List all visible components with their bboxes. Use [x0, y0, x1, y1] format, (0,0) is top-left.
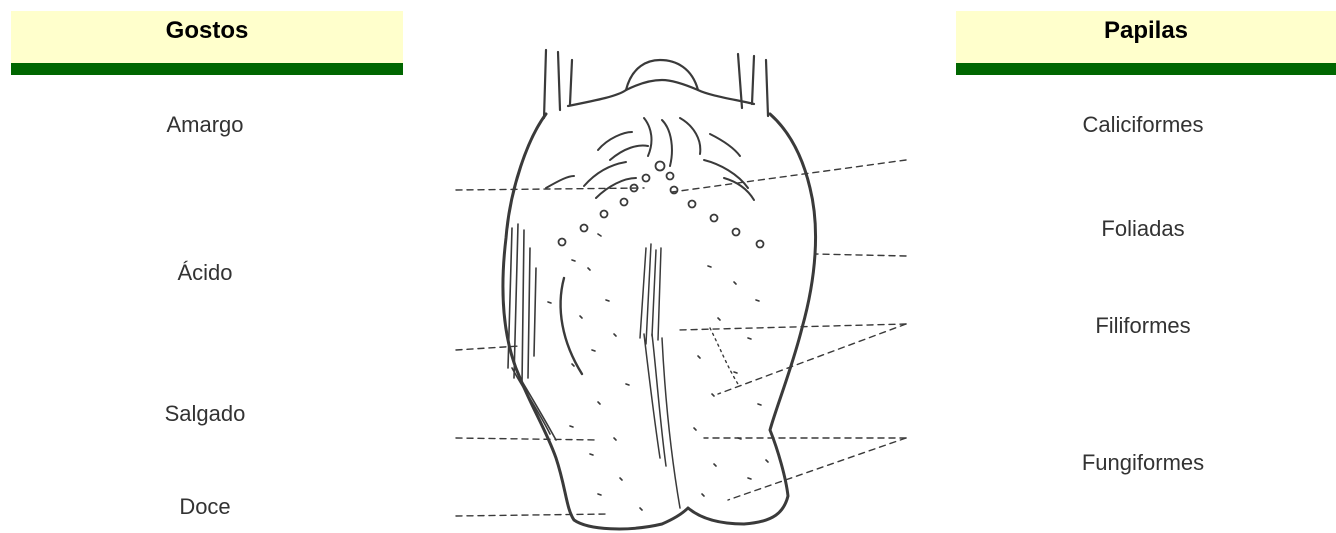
taste-sour: Ácido [55, 260, 355, 286]
header-tastes: Gostos [11, 11, 403, 75]
taste-bitter: Amargo [55, 112, 355, 138]
median-groove [640, 244, 680, 508]
leader-lines [456, 160, 906, 516]
taste-sweet: Doce [55, 494, 355, 520]
tongue-diagram [448, 38, 908, 533]
throat-outline [544, 50, 768, 118]
header-papillae-label: Papilas [956, 17, 1336, 45]
header-tastes-label: Gostos [11, 17, 403, 45]
papilla-fungiform: Fungiformes [993, 450, 1293, 476]
right-foliate-ridge [710, 328, 738, 384]
papilla-foliate: Foliadas [993, 216, 1293, 242]
header-papillae: Papilas [956, 11, 1336, 75]
left-inner-fold [561, 278, 582, 374]
rear-wrinkles [546, 118, 754, 200]
taste-salty: Salgado [55, 401, 355, 427]
papilla-filiform: Filiformes [993, 313, 1293, 339]
papilla-caliciform: Caliciformes [993, 112, 1293, 138]
